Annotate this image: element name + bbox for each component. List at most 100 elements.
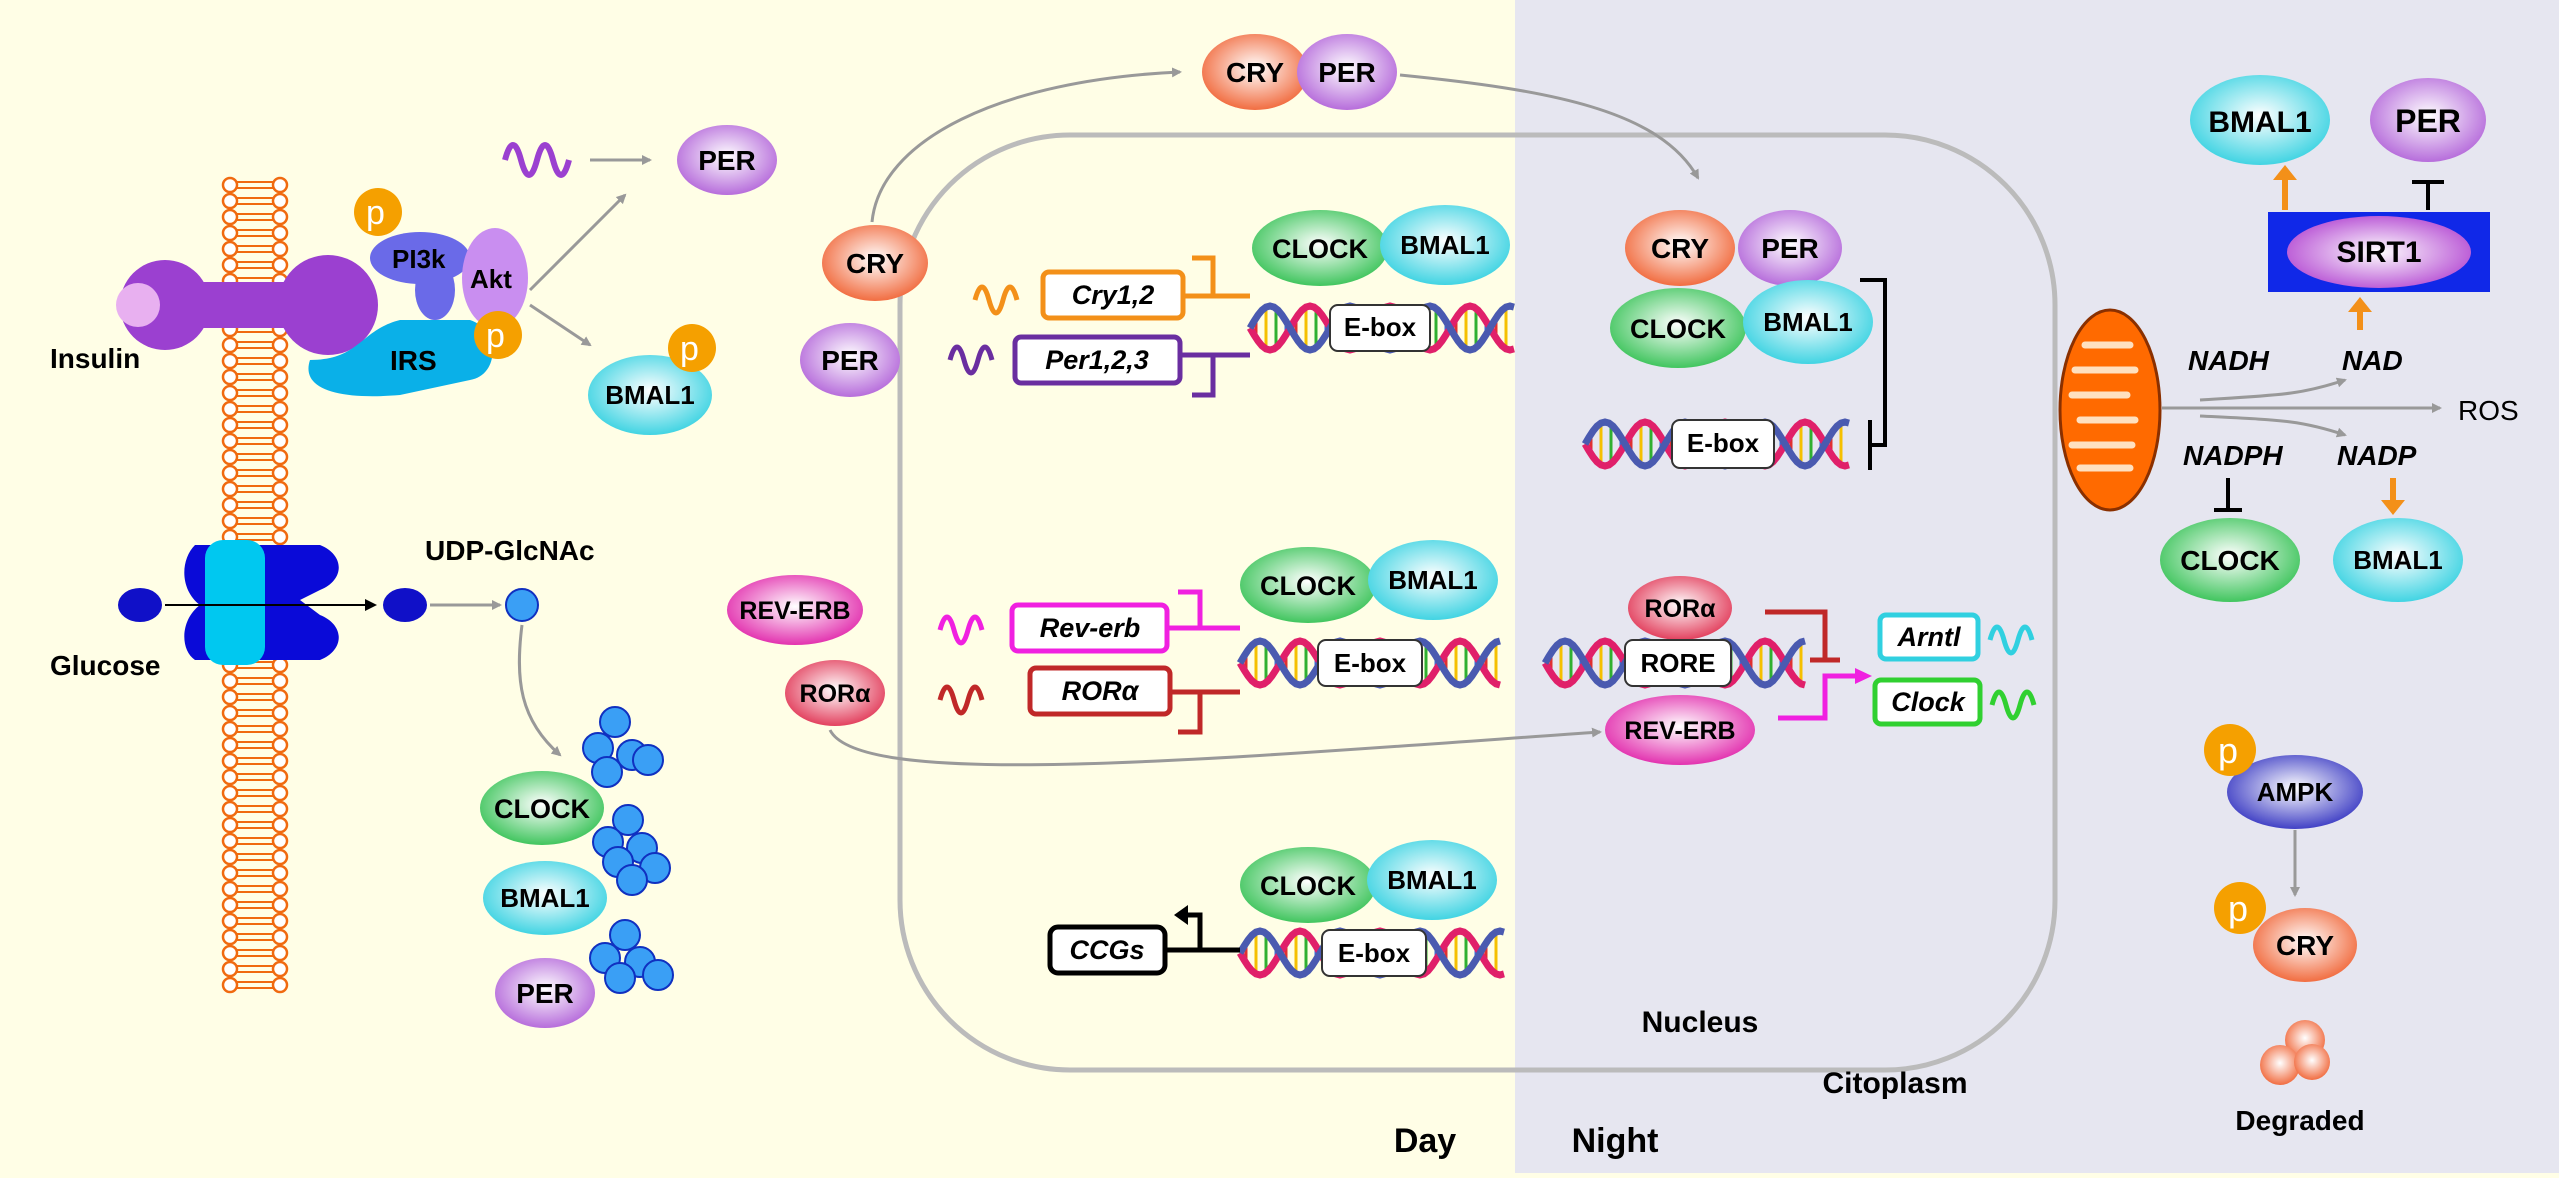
arrow — [2199, 377, 2347, 402]
per-label: PER — [698, 145, 756, 176]
udp-glcnac-molecule — [505, 588, 539, 622]
bmal1-protein — [1743, 280, 1873, 364]
rora-protein — [1628, 576, 1732, 640]
per-protein — [677, 125, 777, 195]
irs-complex: IRS PI3k Akt p p — [308, 188, 528, 397]
arntl-gene-label: Arntl — [1897, 622, 1961, 652]
insulin-receptor — [116, 255, 378, 355]
clock-label: CLOCK — [1272, 234, 1368, 264]
clock-protein — [1240, 847, 1376, 923]
glucose-label: Glucose — [50, 650, 160, 681]
bmal1-protein — [1380, 205, 1510, 285]
arrow — [529, 303, 592, 347]
bmal1-label: BMAL1 — [605, 380, 695, 410]
bmal1-protein — [483, 861, 607, 935]
nadh-label: NADH — [2188, 345, 2270, 376]
glcnac-clusters — [582, 706, 674, 994]
bmal1-protein — [588, 355, 712, 435]
arrow — [870, 67, 1182, 223]
bmal1-label: BMAL1 — [500, 883, 590, 913]
rore-label: RORE — [1640, 648, 1715, 678]
rora-label: RORα — [800, 680, 872, 708]
akt-node — [462, 228, 528, 328]
per-label: PER — [1318, 57, 1376, 88]
pi3k-label: PI3k — [392, 244, 446, 274]
per-protein — [1297, 34, 1397, 110]
nucleus-label: Nucleus — [1642, 1006, 1759, 1039]
bmal1-label: BMAL1 — [1400, 230, 1490, 260]
cry-label: CRY — [1651, 233, 1709, 264]
rora-protein — [785, 660, 885, 726]
clock-protein — [480, 771, 604, 845]
ccgs-gene-label: CCGs — [1069, 935, 1144, 965]
ebox-label: E-box — [1344, 312, 1417, 342]
per-protein — [1738, 210, 1842, 286]
per-label: PER — [1761, 233, 1819, 264]
insulin-label: Insulin — [50, 343, 140, 374]
reverb-gene-label: Rev-erb — [1040, 613, 1141, 643]
bmal1-protein — [2190, 75, 2330, 165]
arrow — [528, 193, 627, 292]
bmal1-label: BMAL1 — [1763, 307, 1853, 337]
ebox-element — [1321, 929, 1427, 977]
orange-arrow — [2348, 297, 2372, 312]
clock-protein — [1240, 547, 1376, 623]
reverb-label: REV-ERB — [739, 597, 850, 625]
phospho-label: p — [680, 330, 699, 368]
rora-gene-label: RORα — [1062, 676, 1140, 706]
glucose-molecule — [118, 588, 162, 622]
phospho-label: p — [366, 194, 385, 232]
bmal1-protein — [1368, 540, 1498, 620]
orange-arrow — [2273, 165, 2297, 180]
mitochondrion — [2058, 308, 2162, 512]
clock-protein — [1252, 210, 1388, 286]
per-mrna — [502, 142, 572, 178]
rora-promoter-arrow — [1170, 689, 1240, 735]
cry-protein — [1625, 210, 1735, 286]
glucose-transporter — [165, 540, 377, 665]
reverb-protein — [727, 575, 863, 645]
cry-protein — [822, 225, 928, 301]
cry-label: CRY — [846, 248, 904, 279]
nad-label: NAD — [2342, 345, 2403, 376]
cell-membrane — [221, 176, 289, 994]
arntl-gene — [1877, 612, 1981, 662]
ebox-element — [1671, 419, 1775, 469]
per-protein — [495, 958, 595, 1028]
phospho-cry — [2214, 882, 2266, 934]
per-protein — [2370, 78, 2486, 162]
ebox-element — [1317, 639, 1423, 687]
phospho-label: p — [486, 317, 505, 355]
bmal1-protein — [1367, 840, 1497, 920]
per-mrna — [947, 344, 995, 376]
reverb-promoter-arrow — [1167, 589, 1240, 631]
ebox-element — [1329, 304, 1431, 352]
bmal1-label: BMAL1 — [2353, 545, 2443, 575]
bmal1-protein — [2333, 518, 2463, 602]
sirt1-label: SIRT1 — [2336, 236, 2421, 269]
sirt1-protein — [2287, 216, 2471, 288]
per123-gene — [1012, 334, 1183, 386]
cry-label: CRY — [2276, 930, 2334, 961]
phospho-bmal1 — [668, 324, 716, 372]
reverb-label: REV-ERB — [1624, 717, 1735, 745]
repression-bar — [1860, 278, 1887, 470]
cry-promoter-arrow — [1183, 255, 1216, 299]
per123-gene-label: Per1,2,3 — [1045, 345, 1149, 375]
degraded-fragments — [2260, 1020, 2330, 1085]
rora-mrna — [937, 684, 985, 716]
bmal1-label: BMAL1 — [1387, 865, 1477, 895]
ebox-label: E-box — [1687, 428, 1760, 458]
phospho-akt — [474, 311, 522, 359]
per-promoter-arrow — [1180, 352, 1250, 398]
clock-mrna — [1989, 689, 2037, 721]
phospho-label: p — [2218, 730, 2238, 771]
clock-label: CLOCK — [1260, 871, 1356, 901]
clock-label: CLOCK — [1630, 314, 1726, 344]
degraded-label: Degraded — [2235, 1105, 2364, 1136]
clock-gene — [1872, 677, 1983, 727]
ampk-protein — [2227, 755, 2363, 829]
phospho-ampk — [2204, 724, 2256, 776]
